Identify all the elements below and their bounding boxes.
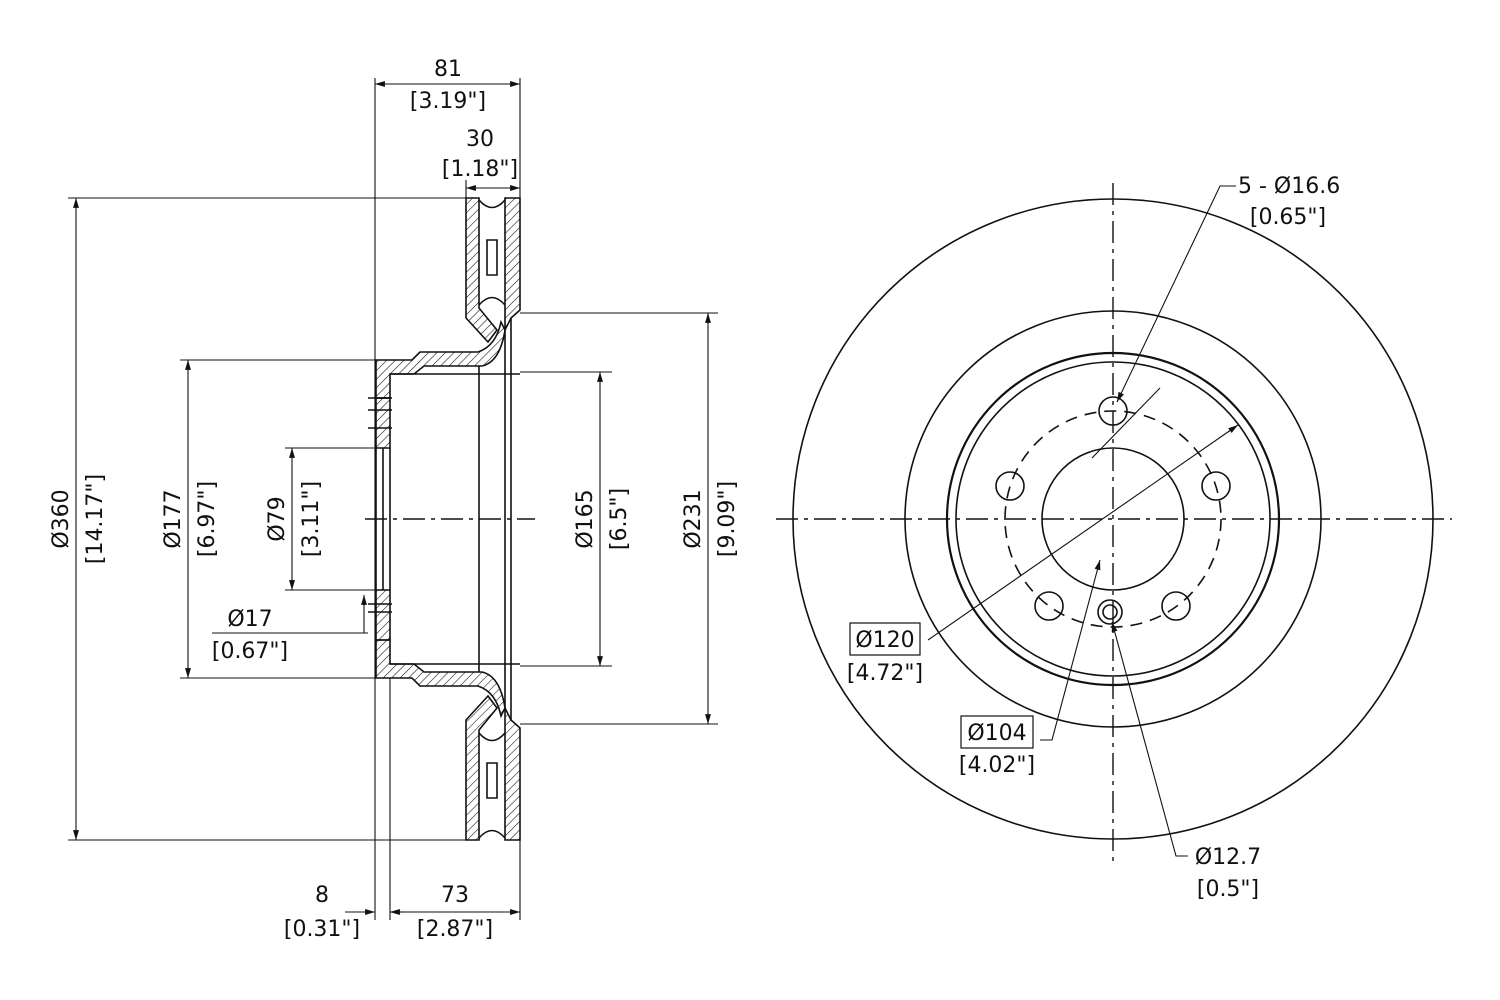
dim-17-in: [0.67"]: [212, 639, 288, 664]
dim-12-7-in: [0.5"]: [1197, 877, 1259, 902]
bolt-hole-4: [1034, 591, 1064, 621]
dim-104-mm: Ø104: [967, 721, 1026, 746]
locator-hole-inner: [1102, 604, 1118, 620]
dim-231-in: [9.09"]: [715, 481, 740, 557]
bolt-hole-2: [1201, 471, 1231, 501]
dim-17-mm: Ø17: [227, 607, 272, 632]
dim-177-in: [6.97"]: [195, 481, 220, 557]
dim-bolt-holes-mm: 5 - Ø16.6: [1238, 174, 1340, 199]
dim-79-in: [3.11"]: [299, 481, 324, 557]
bottom-vane: [478, 732, 506, 839]
dim-120-in: [4.72"]: [847, 661, 923, 686]
dim-81-in: [3.19"]: [410, 89, 486, 114]
bolt-hole-5: [995, 471, 1025, 501]
dim-81-mm: 81: [434, 57, 462, 82]
top-inner-plate: [504, 197, 521, 331]
bolt-hole-3: [1161, 591, 1191, 621]
front-view: 5 - Ø16.6 [0.65"] Ø120 [4.72"] Ø104 [4.0…: [776, 174, 1452, 902]
dim-30-mm: 30: [466, 127, 494, 152]
dim-360-mm: Ø360: [49, 489, 74, 548]
dim-73-in: [2.87"]: [417, 917, 493, 942]
dim-177-mm: Ø177: [161, 489, 186, 548]
bolt-circle-box: [849, 622, 921, 656]
dim-165-in: [6.5"]: [607, 488, 632, 550]
dim-bolt-holes-in: [0.65"]: [1250, 205, 1326, 230]
bottom-inner-plate: [504, 707, 521, 841]
dim-73-mm: 73: [441, 883, 469, 908]
section-view: 81 [3.19"] 30 [1.18"] 8 [0.31"] 73 [2.87…: [49, 57, 740, 942]
bottom-outer-plate: [465, 694, 499, 841]
hub-face-lower: [375, 589, 391, 641]
dim-104-in: [4.02"]: [959, 753, 1035, 778]
top-vane: [478, 199, 506, 306]
dim-231-mm: Ø231: [681, 489, 706, 548]
dim-8-mm: 8: [315, 883, 329, 908]
locator-hole-outer: [1097, 599, 1123, 625]
hub-face-upper: [375, 397, 391, 449]
dim-12-7-mm: Ø12.7: [1195, 845, 1261, 870]
top-outer-plate: [465, 197, 499, 344]
dim-30-in: [1.18"]: [442, 157, 518, 182]
dim-120-mm: Ø120: [855, 628, 914, 653]
pcd-104-box: [960, 715, 1034, 749]
dim-165-mm: Ø165: [573, 489, 598, 548]
dim-360-in: [14.17"]: [83, 474, 108, 564]
dim-79-mm: Ø79: [265, 496, 290, 541]
dim-8-in: [0.31"]: [284, 917, 360, 942]
